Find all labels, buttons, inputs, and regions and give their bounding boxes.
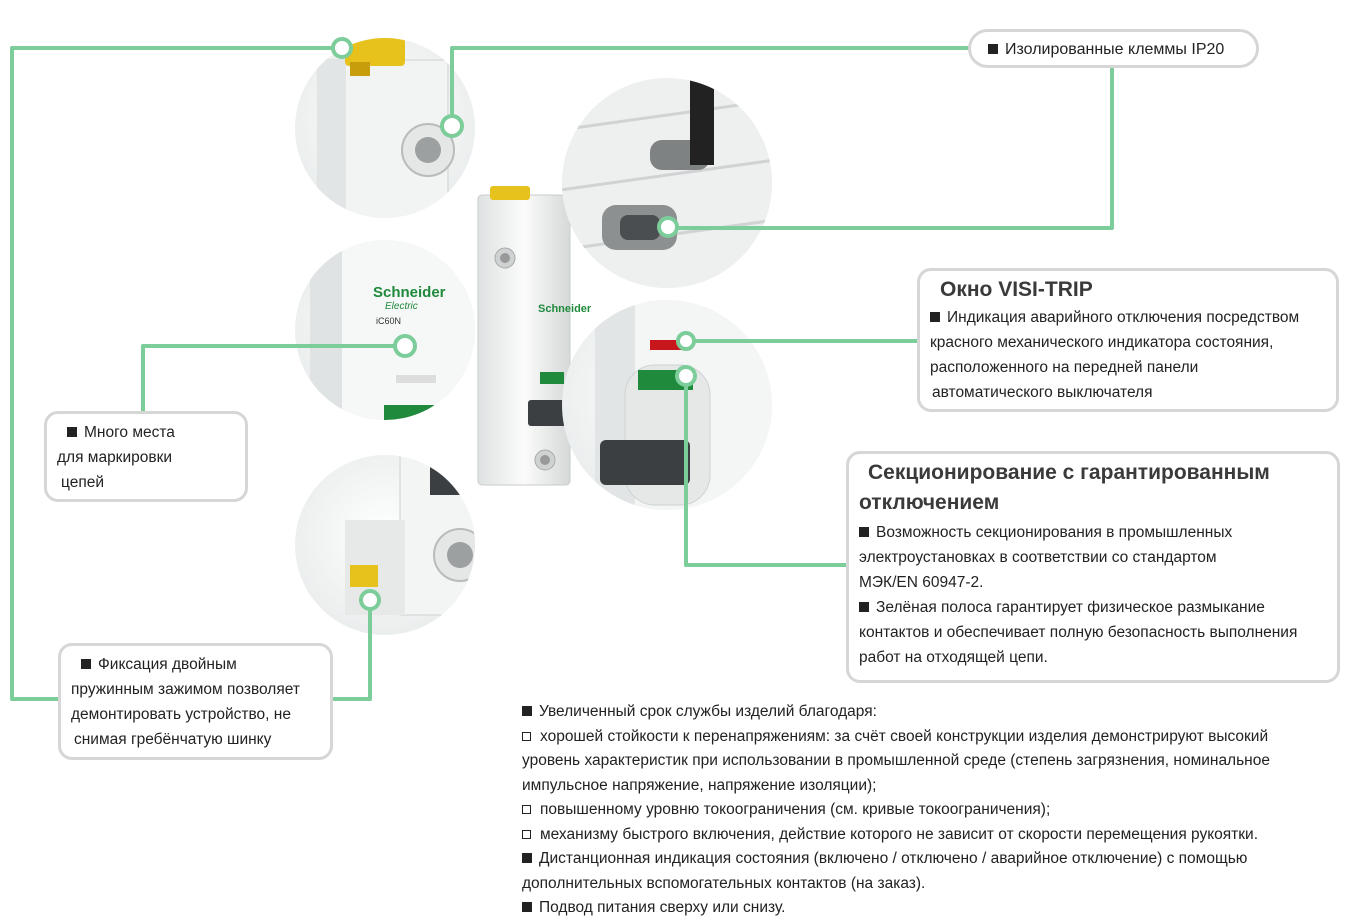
connector-clamp (10, 46, 344, 701)
callout-isolation-line: Зелёная полоса гарантирует физическое ра… (859, 595, 1337, 620)
connector-clamp-detail (330, 598, 372, 701)
dot-marking (393, 334, 417, 358)
callout-visi-trip-line: расположенного на передней панели (930, 359, 1199, 376)
bullet-square (67, 427, 77, 437)
product-brand-sub: Electric (385, 301, 418, 312)
callout-isolation-line: контактов и обеспечивает полную безопасн… (859, 624, 1298, 641)
bullet-square (859, 527, 869, 537)
bullet-open-square (522, 829, 531, 839)
callout-clamp-line: Фиксация двойным (71, 652, 330, 677)
callout-marking-line: для маркировки (57, 449, 173, 466)
callout-isolation-line: МЭК/EN 60947-2. (859, 574, 984, 591)
feature-item: Увеличенный срок службы изделий благодар… (522, 700, 1347, 725)
callout-clamp: Фиксация двойным пружинным зажимом позво… (58, 643, 333, 760)
feature-subitem: повышенному уровню токоограничения (см. … (522, 798, 1347, 823)
bullet-open-square (522, 731, 531, 741)
feature-subitem: хорошей стойкости к перенапряжениям: за … (522, 725, 1347, 750)
callout-visi-trip-line: красного механического индикатора состоя… (930, 334, 1274, 351)
bullet-open-square (522, 805, 531, 814)
feature-item: Дистанционная индикация состояния (включ… (522, 847, 1347, 872)
feature-continuation: уровень характеристик при использовании … (522, 752, 1270, 769)
bullet-square (930, 312, 940, 322)
detail-visi-trip-window (562, 300, 772, 510)
callout-visi-trip-line: автоматического выключателя (932, 384, 1153, 401)
callout-visi-trip: Окно VISI-TRIP Индикация аварийного откл… (917, 268, 1339, 412)
bullet-square (522, 902, 532, 912)
dot-top-terminal (440, 114, 464, 138)
feature-continuation: дополнительных вспомогательных контактов… (522, 874, 926, 892)
dot-green-band (675, 365, 697, 387)
callout-clamp-line: снимая гребёнчатую шинку (74, 731, 272, 748)
callout-marking-line: Много места (57, 420, 245, 445)
detail-screwdriver-terminal (562, 78, 772, 288)
callout-isolation-line: Возможность секционирования в промышленн… (859, 520, 1337, 545)
product-brand-small: Schneider (538, 303, 592, 315)
features-list: Увеличенный срок службы изделий благодар… (522, 700, 1347, 921)
feature-item: Подвод питания сверху или снизу. (522, 896, 1347, 921)
bullet-square (859, 602, 869, 612)
dot-top-clip (331, 37, 353, 59)
callout-isolation-title-2: отключением (859, 491, 1000, 514)
bullet-square (988, 44, 998, 54)
connector-isolation (684, 374, 850, 567)
callout-ip20: Изолированные клеммы IP20 (968, 29, 1259, 68)
callout-isolation-title-1: Секционирование с гарантированным (868, 461, 1270, 484)
product-brand: Schneider (373, 284, 446, 301)
callout-ip20-text: Изолированные клеммы IP20 (1005, 41, 1225, 58)
bullet-square (522, 706, 532, 716)
connector-dots (331, 37, 697, 611)
callout-isolation: Секционирование с гарантированным отключ… (846, 451, 1340, 683)
bullet-square (522, 853, 532, 863)
callout-isolation-line: электроустановках в соответствии со стан… (859, 549, 1217, 566)
product-model: iC60N (376, 316, 401, 326)
callout-clamp-line: демонтировать устройство, не (71, 706, 291, 723)
dot-clamp (359, 589, 381, 611)
dot-visi-trip (676, 331, 696, 351)
callout-marking: Много места для маркировки цепей (44, 411, 248, 502)
dot-screw-terminal (657, 216, 679, 238)
detail-top-terminal (295, 38, 475, 218)
callout-isolation-line: работ на отходящей цепи. (859, 649, 1048, 666)
callout-visi-trip-title: Окно VISI-TRIP (940, 278, 1093, 301)
connector-marking (141, 344, 407, 414)
bullet-square (81, 659, 91, 669)
feature-subitem: механизму быстрого включения, действие к… (522, 823, 1347, 848)
detail-marking-area: Schneider Electric iC60N (295, 240, 475, 420)
connector-ip20 (450, 46, 972, 128)
callout-marking-line: цепей (61, 474, 104, 491)
callout-visi-trip-line: Индикация аварийного отключения посредст… (930, 305, 1336, 330)
callout-clamp-line: пружинным зажимом позволяет (71, 681, 300, 698)
feature-continuation: импульсное напряжение, напряжение изоляц… (522, 776, 877, 794)
detail-bottom-clamp (295, 455, 475, 635)
